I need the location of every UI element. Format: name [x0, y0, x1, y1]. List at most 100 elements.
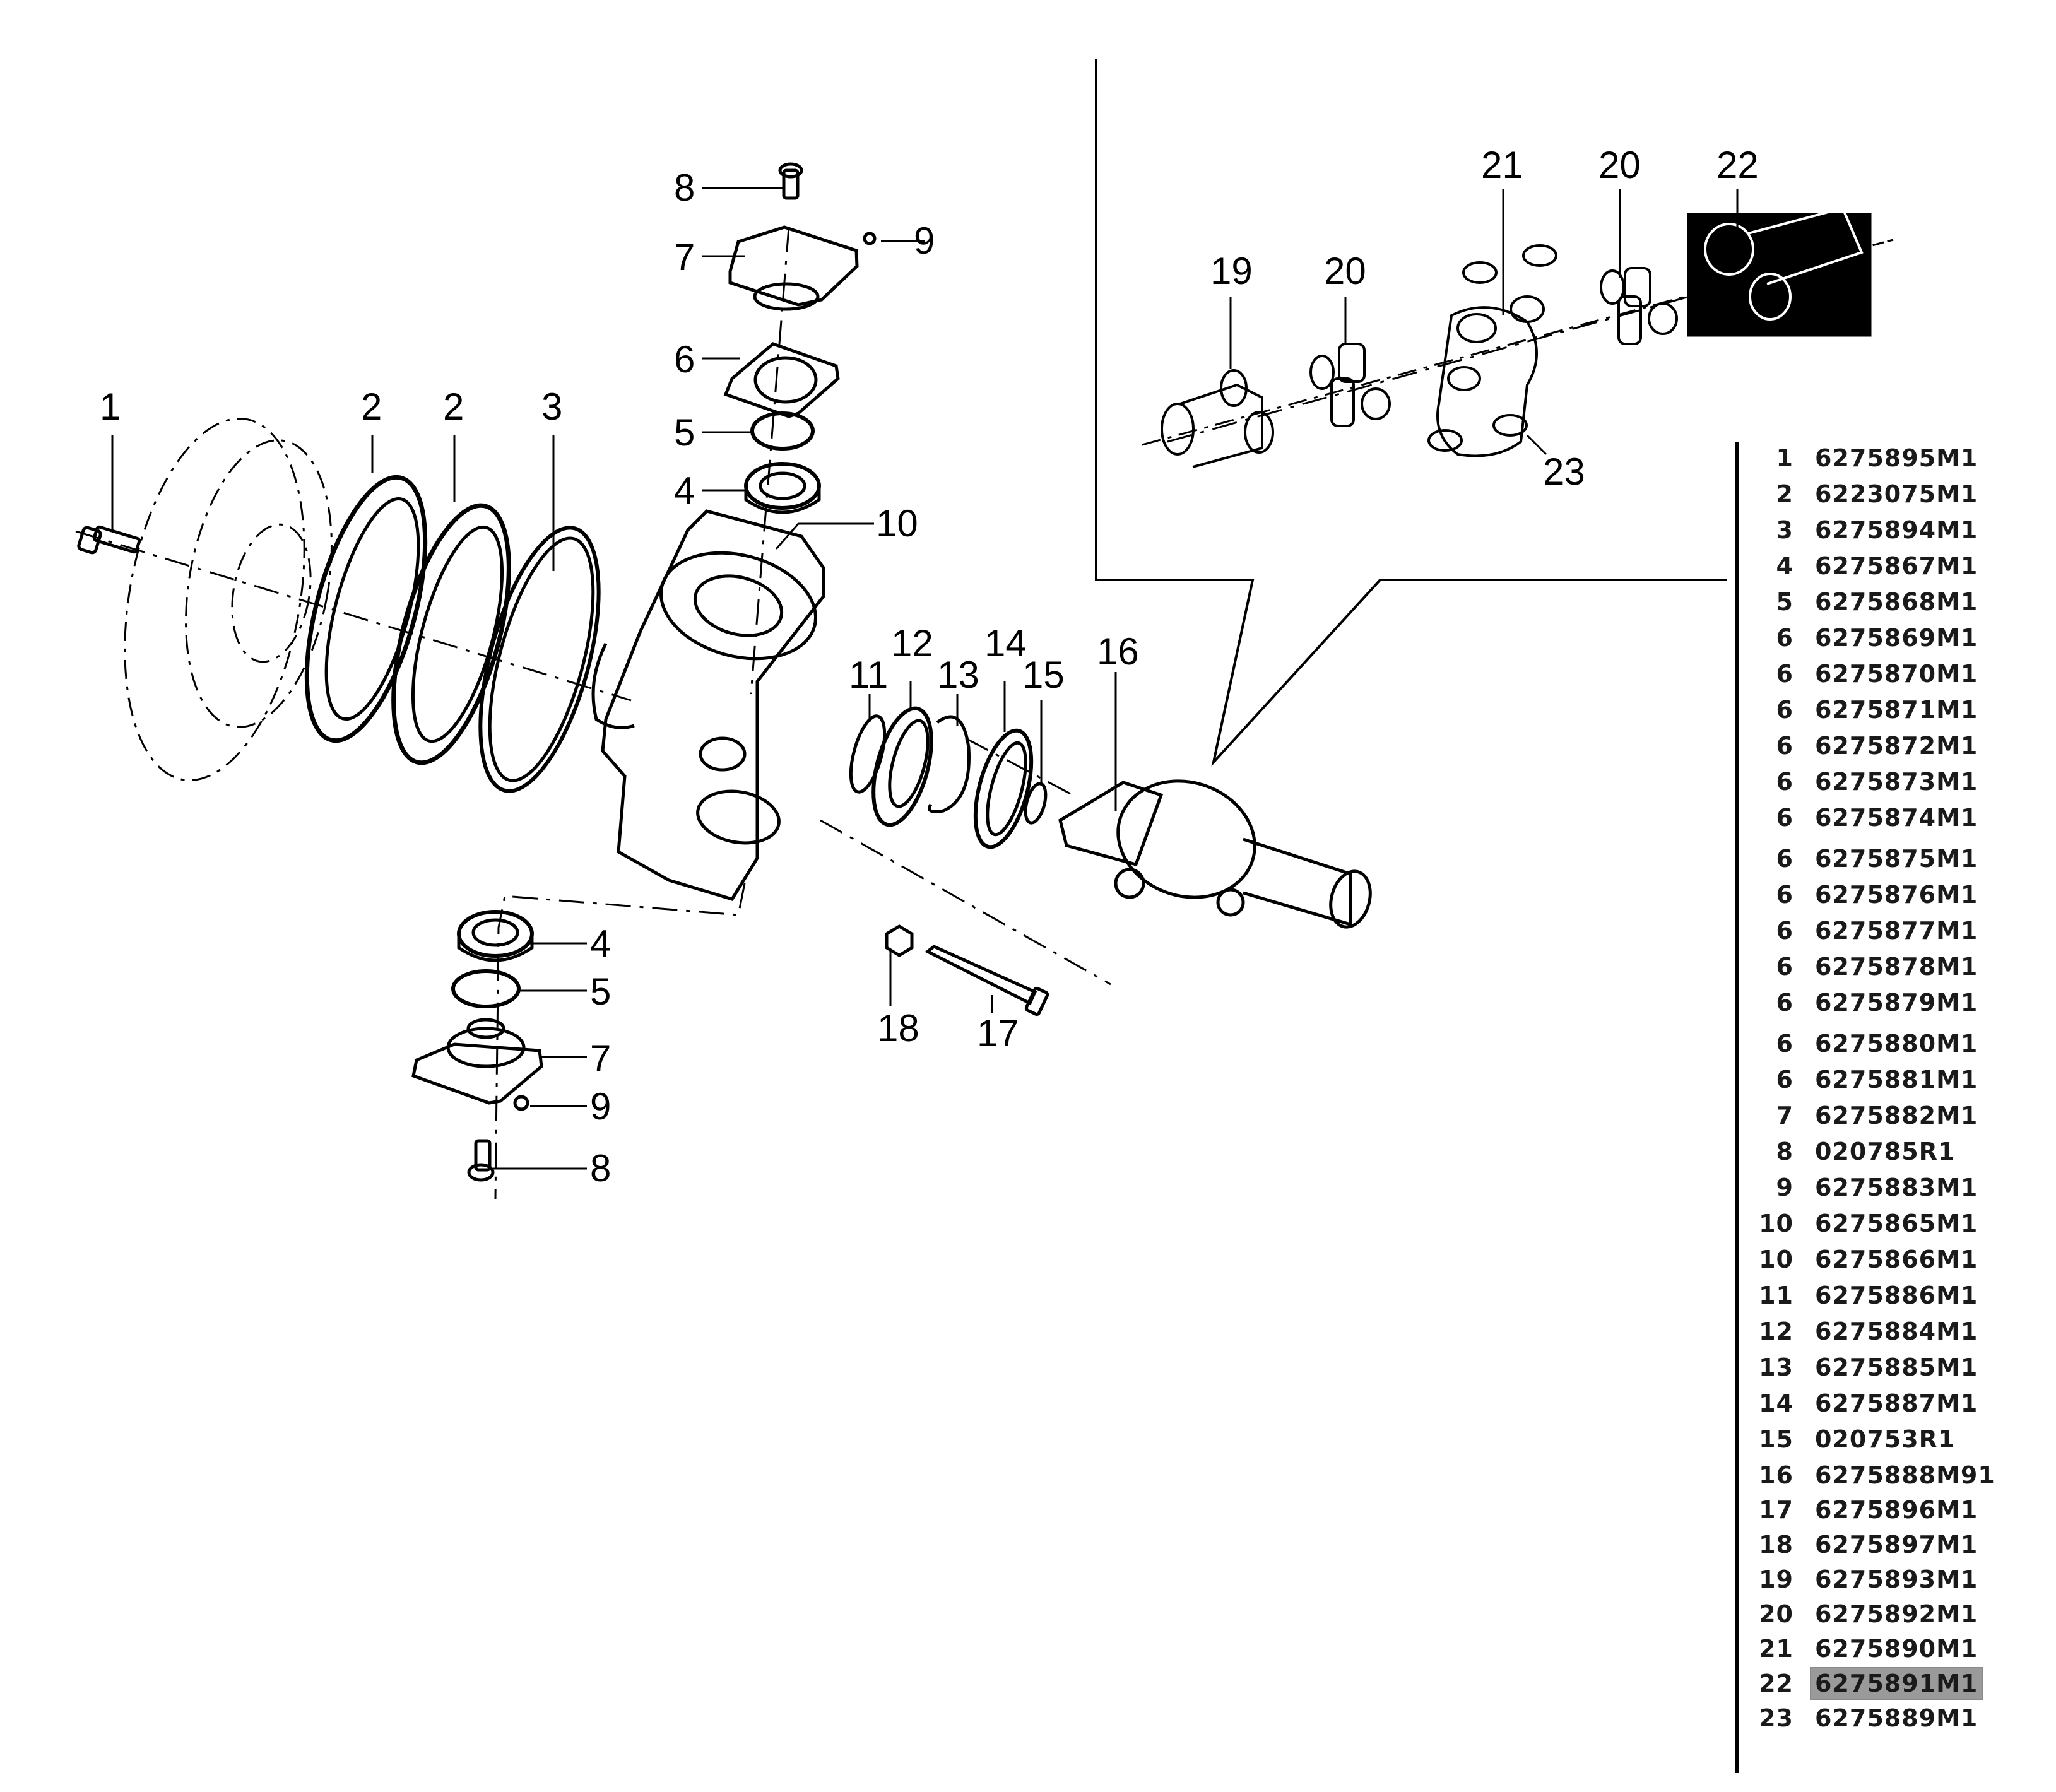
- callout-11[interactable]: 11: [849, 654, 889, 696]
- part-15-oring[interactable]: [1022, 781, 1049, 825]
- part-number[interactable]: 6275873M1: [1815, 768, 1978, 796]
- part-number[interactable]: 6275894M1: [1815, 516, 1978, 544]
- part-number[interactable]: 6275870M1: [1815, 660, 1978, 688]
- part-16-drive-shaft[interactable]: [1058, 763, 1376, 931]
- part-4-bearing-top[interactable]: [744, 462, 821, 514]
- part-number[interactable]: 6275888M91: [1815, 1461, 1995, 1489]
- part-21-center-yoke[interactable]: [1436, 295, 1545, 457]
- callout-22[interactable]: 22: [1716, 144, 1759, 186]
- part-10-steering-knuckle[interactable]: [591, 509, 827, 901]
- part-8-bottom-bolt[interactable]: [467, 1139, 495, 1182]
- part-number[interactable]: 6275868M1: [1815, 588, 1978, 616]
- part-9-grease-nipple-bottom[interactable]: [513, 1095, 529, 1111]
- part-number[interactable]: 6275887M1: [1815, 1389, 1978, 1417]
- part-2-seal-a[interactable]: [283, 465, 449, 753]
- part-number[interactable]: 6275871M1: [1815, 696, 1978, 724]
- part-7-top-cap[interactable]: [728, 225, 859, 311]
- part-19-yoke[interactable]: [1161, 369, 1274, 468]
- part-11-snap-ring[interactable]: [844, 712, 892, 795]
- part-number[interactable]: 6275881M1: [1815, 1066, 1978, 1093]
- part-8-top-bolt[interactable]: [778, 162, 803, 200]
- callout-10[interactable]: 10: [876, 502, 918, 545]
- part-number[interactable]: 6275884M1: [1815, 1317, 1978, 1345]
- callout-7-top[interactable]: 7: [674, 236, 695, 278]
- part-number[interactable]: 6275875M1: [1815, 845, 1978, 873]
- callout-8-top[interactable]: 8: [674, 167, 695, 209]
- callout-9-top[interactable]: 9: [914, 220, 935, 262]
- part-number[interactable]: 6275869M1: [1815, 624, 1978, 652]
- part-18-nut[interactable]: [885, 924, 914, 957]
- part-number[interactable]: 020753R1: [1815, 1425, 1956, 1453]
- callout-18[interactable]: 18: [877, 1007, 919, 1049]
- part-number[interactable]: 6275890M1: [1815, 1635, 1978, 1663]
- part-number[interactable]: 6275895M1: [1815, 444, 1978, 472]
- part-number[interactable]: 6275882M1: [1815, 1102, 1978, 1129]
- part-number[interactable]: 6275880M1: [1815, 1030, 1978, 1058]
- part-number[interactable]: 020785R1: [1815, 1138, 1956, 1165]
- part-number[interactable]: 6275865M1: [1815, 1210, 1978, 1237]
- part-22-highlighted-yoke[interactable]: [1687, 206, 1872, 337]
- callout-17[interactable]: 17: [977, 1012, 1019, 1054]
- part-number[interactable]: 6275891M1: [1809, 1667, 1983, 1700]
- part-number[interactable]: 6275878M1: [1815, 953, 1978, 981]
- callout-3[interactable]: 3: [541, 386, 563, 428]
- part-6-shim-top[interactable]: [723, 342, 840, 418]
- callout-20b[interactable]: 20: [1598, 144, 1641, 186]
- part-number[interactable]: 6275889M1: [1815, 1704, 1978, 1732]
- part-14-seal[interactable]: [965, 724, 1043, 852]
- part-number[interactable]: 6275867M1: [1815, 552, 1978, 580]
- part-number[interactable]: 6275877M1: [1815, 917, 1978, 945]
- part-5-oring-top[interactable]: [750, 411, 815, 451]
- callout-19[interactable]: 19: [1210, 250, 1253, 292]
- part-23-circlips[interactable]: [1427, 244, 1557, 452]
- callout-23[interactable]: 23: [1543, 451, 1585, 493]
- callout-15[interactable]: 15: [1022, 654, 1065, 696]
- part-4-bearing-bottom[interactable]: [457, 910, 534, 962]
- callout-12[interactable]: 12: [891, 622, 933, 664]
- part-20-spider-b[interactable]: [1600, 267, 1678, 345]
- callout-16[interactable]: 16: [1097, 630, 1139, 673]
- part-12-bearing[interactable]: [863, 702, 942, 831]
- part-7-bottom-cap[interactable]: [411, 1018, 543, 1105]
- part-number[interactable]: 6275883M1: [1815, 1174, 1978, 1201]
- callout-14[interactable]: 14: [984, 622, 1027, 664]
- callout-13[interactable]: 13: [937, 654, 979, 696]
- part-number[interactable]: 6223075M1: [1815, 480, 1978, 508]
- callout-7-bottom[interactable]: 7: [590, 1037, 611, 1080]
- part-number[interactable]: 6275896M1: [1815, 1496, 1978, 1524]
- part-13-circlip[interactable]: [928, 715, 971, 813]
- part-number[interactable]: 6275879M1: [1815, 989, 1978, 1017]
- part-number[interactable]: 6275866M1: [1815, 1246, 1978, 1273]
- part-17-pin[interactable]: [925, 945, 1049, 1017]
- callout-2b[interactable]: 2: [443, 386, 464, 428]
- part-5-oring-bottom[interactable]: [451, 969, 521, 1008]
- callout-1[interactable]: 1: [100, 386, 121, 428]
